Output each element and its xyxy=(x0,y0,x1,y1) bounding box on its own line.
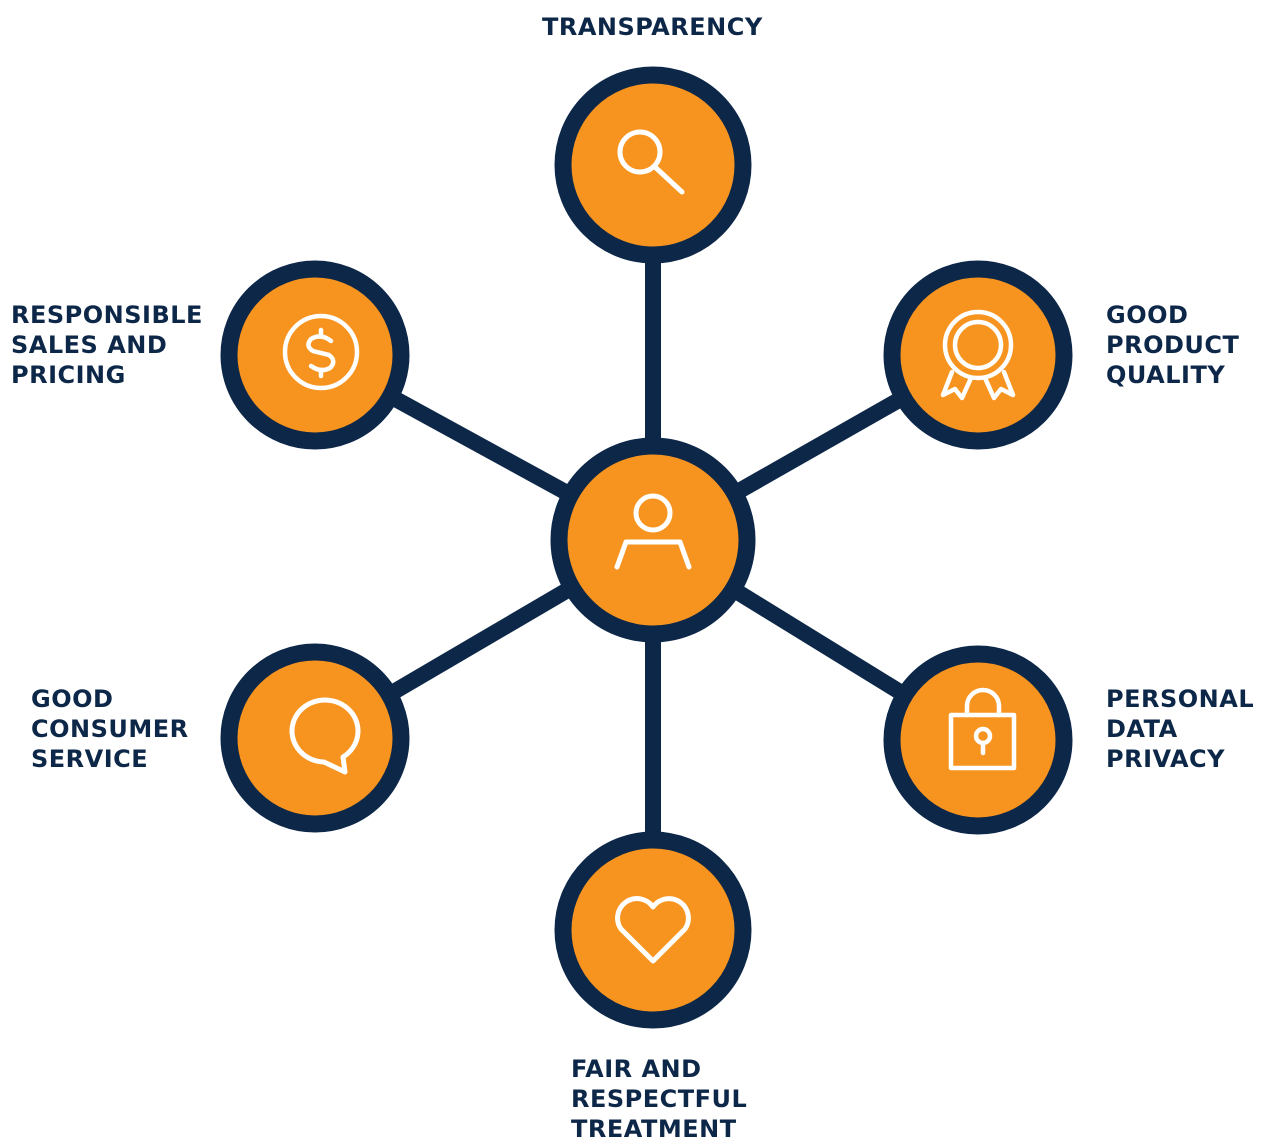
label-line: RESPONSIBLE xyxy=(11,301,203,329)
label-personal-data-privacy: PERSONAL DATA PRIVACY xyxy=(1106,684,1254,774)
label-line: PRODUCT xyxy=(1106,331,1240,359)
label-responsible-sales-and-pricing: RESPONSIBLE SALES AND PRICING xyxy=(11,300,203,390)
label-line: QUALITY xyxy=(1106,361,1226,389)
label-line: FAIR AND xyxy=(571,1055,702,1083)
label-line: PRIVACY xyxy=(1106,745,1226,773)
label-line: SALES AND xyxy=(11,331,168,359)
label-line: SERVICE xyxy=(31,745,149,773)
label-line: RESPECTFUL xyxy=(571,1085,748,1113)
person-icon xyxy=(614,493,692,570)
label-line: PRICING xyxy=(11,361,126,389)
label-good-consumer-service: GOOD CONSUMER SERVICE xyxy=(31,684,189,774)
dollar-coin-icon xyxy=(282,313,360,391)
node-fair-and-respectful-treatment xyxy=(554,831,752,1029)
magnifier-icon xyxy=(617,129,685,195)
label-line: DATA xyxy=(1106,715,1178,743)
center-node xyxy=(550,437,756,643)
node-personal-data-privacy xyxy=(883,645,1073,835)
label-line: CONSUMER xyxy=(31,715,189,743)
label-line: GOOD xyxy=(1106,301,1189,329)
heart-icon xyxy=(615,896,691,964)
node-responsible-sales-and-pricing xyxy=(220,260,410,450)
label-good-product-quality: GOOD PRODUCT QUALITY xyxy=(1106,300,1239,390)
speech-bubble-icon xyxy=(289,697,361,775)
award-ribbon-icon xyxy=(940,309,1016,401)
node-good-consumer-service xyxy=(220,643,410,833)
label-line: TRANSPARENCY xyxy=(542,13,763,41)
node-good-product-quality xyxy=(883,260,1073,450)
label-line: PERSONAL xyxy=(1106,685,1255,713)
label-transparency: TRANSPARENCY xyxy=(542,12,763,42)
padlock-icon xyxy=(948,687,1017,771)
label-line: TREATMENT xyxy=(571,1115,737,1143)
node-transparency xyxy=(554,66,752,264)
label-line: GOOD xyxy=(31,685,114,713)
label-fair-and-respectful-treatment: FAIR AND RESPECTFUL TREATMENT xyxy=(571,1054,747,1144)
